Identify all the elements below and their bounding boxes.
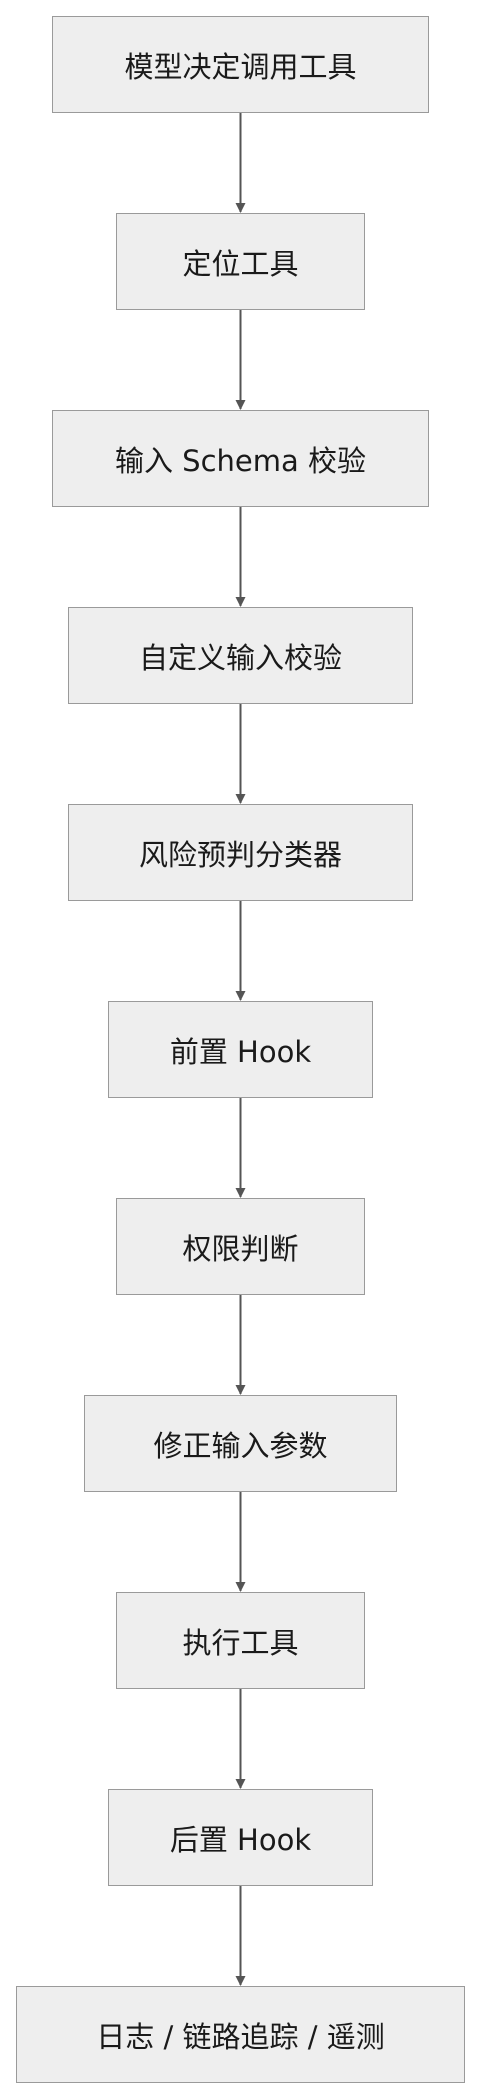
node-post-hook: 后置 Hook (108, 1789, 373, 1886)
node-label: 定位工具 (182, 246, 299, 281)
node-pre-hook: 前置 Hook (108, 1001, 373, 1098)
node-label: 日志 / 链路追踪 / 遥测 (96, 2019, 385, 2054)
node-permission-check: 权限判断 (116, 1198, 365, 1295)
node-label: 模型决定调用工具 (124, 49, 357, 84)
node-risk-classifier: 风险预判分类器 (68, 804, 413, 901)
node-label: 前置 Hook (169, 1034, 312, 1069)
node-label: 权限判断 (182, 1231, 299, 1266)
node-model-decides-call-tool: 模型决定调用工具 (52, 16, 429, 113)
node-locate-tool: 定位工具 (116, 213, 365, 310)
node-custom-input-validation: 自定义输入校验 (68, 607, 413, 704)
node-logging-tracing-telemetry: 日志 / 链路追踪 / 遥测 (16, 1986, 465, 2083)
node-label: 风险预判分类器 (138, 837, 342, 872)
node-label: 执行工具 (182, 1625, 299, 1660)
node-input-schema-validation: 输入 Schema 校验 (52, 410, 429, 507)
node-label: 修正输入参数 (153, 1428, 328, 1463)
node-label: 输入 Schema 校验 (114, 443, 367, 478)
node-fix-input-params: 修正输入参数 (84, 1395, 397, 1492)
node-execute-tool: 执行工具 (116, 1592, 365, 1689)
node-label: 后置 Hook (169, 1822, 312, 1857)
node-label: 自定义输入校验 (138, 640, 342, 675)
